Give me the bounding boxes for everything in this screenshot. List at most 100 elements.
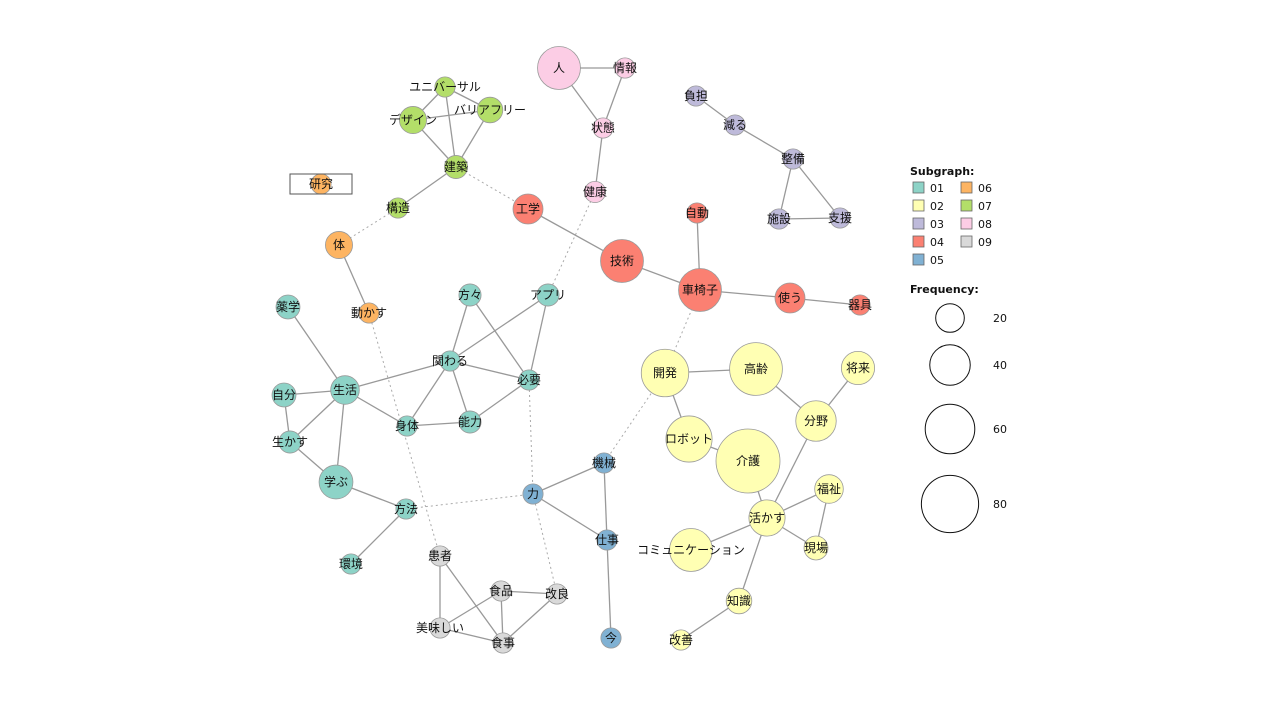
node-label-jouhou: 情報 [613,61,637,75]
node-shokuji: 食事 [491,632,515,654]
node-label-kenkyuu: 研究 [309,176,333,191]
node-circle-kenchiku [444,155,468,179]
node-label-ugokasu: 動かす [351,306,387,320]
node-circle-kigu [849,294,871,316]
frequency-label-40: 40 [993,359,1007,372]
node-label-barrierfree: バリアフリー [454,103,526,117]
edge-shokuhin-oishii [439,590,502,629]
node-circle-fukushi [814,474,844,504]
node-circle-kairyou [546,583,568,605]
node-label-futan: 負担 [684,89,708,103]
node-label-joutai: 状態 [591,120,615,135]
subgraph-swatch-01 [912,181,925,194]
node-circle-gijutsu [600,239,644,283]
node-circle-yakugaku [275,294,301,320]
edge-houhou-kankyou [350,508,407,565]
node-kougaku: 工学 [512,193,544,225]
edge-app-hitsuyou [528,294,549,381]
node-label-kenchiku: 建築 [444,159,468,174]
nodes-layer: 人情報状態健康ユニバーサルバリアフリーデザイン建築構造研究体動かす負担減る整備施… [271,46,876,654]
node-kenchiku: 建築 [444,155,468,179]
node-label-chishiki: 知識 [727,594,751,608]
node-label-shisetsu: 施設 [767,211,791,226]
node-label-hitsuyou: 必要 [517,373,541,387]
edge-kairyou-shokuji [502,593,558,644]
edge-kakawaru-shintai [406,360,451,427]
edge-yakugaku-seikatsu [287,306,346,391]
node-label-houhou: 方法 [394,501,418,516]
node-circle-kakawaru [439,350,461,372]
node-ugokasu: 動かす [351,302,387,324]
subgraph-label-06: 06 [978,182,992,195]
node-circle-nouryoku [458,410,482,434]
node-app: アプリ [530,283,566,307]
node-jidou: 自動 [685,202,709,224]
node-shourai: 将来 [840,350,876,386]
edge-heru-seibi [734,124,794,160]
node-label-chikara: 力 [527,487,539,501]
highlight-box-kenkyuu [289,173,353,195]
node-kigu: 器具 [848,294,872,316]
node-label-universal: ユニバーサル [409,80,481,94]
edge-app-kakawaru [449,294,549,362]
node-circle-kougaku [512,193,544,225]
node-label-robot: ロボット [665,432,713,446]
node-label-kikai: 機械 [592,455,616,470]
node-shintai: 身体 [395,415,419,437]
node-hitsuyou: 必要 [517,369,541,391]
node-label-bunya: 分野 [804,414,828,428]
node-nouryoku: 能力 [458,410,482,434]
subgraph-swatch-03 [912,217,925,230]
node-kenkou: 健康 [583,180,607,204]
node-circle-manabu [318,464,354,500]
node-circle-kikai [593,452,615,474]
node-seikatsu: 生活 [330,375,360,405]
node-manabu: 学ぶ [318,464,354,500]
subgraph-label-08: 08 [978,218,992,231]
edge-hitsuyou-nouryoku [469,379,530,423]
node-label-shien: 支援 [828,211,852,225]
node-kairyou: 改良 [545,583,569,605]
node-label-gijutsu: 技術 [610,254,634,268]
node-label-shintai: 身体 [395,418,419,433]
frequency-circle-60 [924,403,976,455]
node-label-koureisha: 高齢 [744,361,768,376]
node-kurumaisu: 車椅子 [678,268,722,312]
edge-oishii-shokuji [439,627,504,644]
node-label-kakawaru: 関わる [432,354,468,368]
node-robot: ロボット [665,415,713,463]
node-circle-comm [669,528,713,572]
subgraph-swatch-04 [912,235,925,248]
node-kankyou: 環境 [339,553,363,575]
node-futan: 負担 [684,85,708,107]
node-circle-jidou [686,202,708,224]
node-label-shigoto: 仕事 [595,533,619,547]
node-circle-genba [803,535,829,561]
edge-universal-kenchiku [444,86,457,168]
node-circle-shokuji [492,632,514,654]
node-kaizen2: 改善 [669,629,693,651]
node-tsukau: 使う [774,282,806,314]
node-seibi: 整備 [781,148,805,170]
subgraph-legend-title: Subgraph: [910,165,974,178]
node-circle-shokuhin [490,580,512,602]
node-label-kouzou: 構造 [386,201,410,215]
cross-edge-chikara-kairyou [532,493,558,595]
node-chishiki: 知識 [725,587,753,615]
subgraph-label-05: 05 [930,254,944,267]
subgraph-swatch-09 [960,235,973,248]
node-label-kankyou: 環境 [339,556,363,571]
node-circle-shien [829,207,851,229]
node-label-kenkou: 健康 [583,184,607,199]
node-circle-kaigo [715,428,781,494]
frequency-label-20: 20 [993,312,1007,325]
node-shisetsu: 施設 [767,208,791,230]
node-circle-koureisha [729,342,783,396]
node-kenkyuu: 研究 [289,173,353,195]
node-circle-bunya [795,400,837,442]
node-label-tsukau: 使う [778,290,802,305]
subgraph-swatch-06 [960,181,973,194]
